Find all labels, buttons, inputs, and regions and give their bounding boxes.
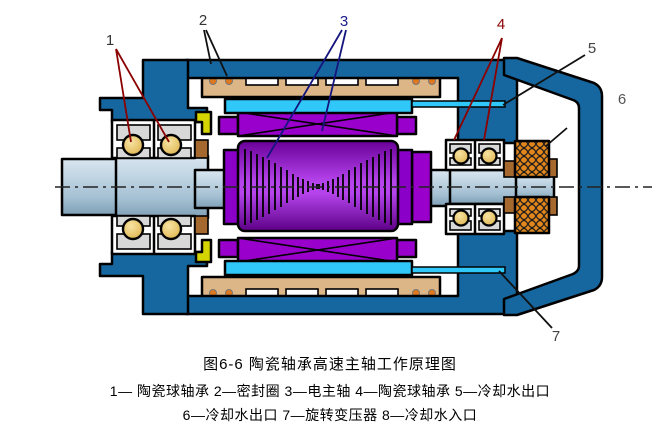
callout-numbers: 1 2 3 4 5 6 7 [106,12,626,345]
leader-4 [453,37,503,141]
motor-rotor [222,139,433,233]
coolant-jacket-bottom [223,259,414,277]
ceramic-ball [159,217,183,241]
figure-legend-line-1: 1— 陶瓷球轴承 2—密封圈 3—电主轴 4—陶瓷球轴承 5—冷却水出口 [109,383,551,399]
leader-transformer [545,127,568,147]
callout-6: 6 [618,91,626,108]
stator-winding-top [217,110,418,138]
spindle-diagram: 1 2 3 4 5 6 7 [55,12,652,345]
coolant-passage-bottom [411,266,506,274]
leader-5 [502,54,586,106]
ceramic-ball [121,217,145,241]
callout-1: 1 [106,32,114,49]
callout-3: 3 [340,13,348,30]
ceramic-ball [452,147,470,165]
rear-bearing-bottom [444,202,506,236]
leader-3 [266,29,347,159]
spindle-housing [98,56,604,317]
stator-winding-bottom [217,236,418,264]
callout-4: 4 [497,16,505,33]
rotor-body [236,139,400,233]
bearing-spacer-top [194,139,209,159]
seal-ring-top [194,110,213,136]
ceramic-ball [452,209,470,227]
rear-bearing-top [444,138,506,172]
ceramic-ball [480,147,498,165]
front-bearing-top [110,118,197,160]
leader-1 [115,48,170,143]
coolant-jacket-top [223,97,414,115]
bearing-spacer-bottom [194,215,209,235]
leader-7 [498,270,553,329]
front-end-cap-top [98,58,209,124]
ceramic-ball [480,209,498,227]
rotary-transformer [503,139,558,235]
stator-core-top [200,74,442,99]
leader-2 [203,29,228,77]
callout-2: 2 [199,12,207,29]
callout-5: 5 [588,40,596,57]
figure-title: 图6-6 陶瓷轴承高速主轴工作原理图 [203,356,457,373]
housing-rear-yoke [502,56,604,317]
front-bearing-bottom [110,214,197,256]
callout-7: 7 [552,328,560,345]
figure-legend-line-2: 6—冷却水出口 7—旋转变压器 8—冷却水入口 [182,407,478,423]
leader-lines [115,29,586,329]
seal-ring-bottom [194,238,213,264]
ceramic-ball [159,133,183,157]
ceramic-ball [121,133,145,157]
front-end-cap-bottom [98,250,209,316]
